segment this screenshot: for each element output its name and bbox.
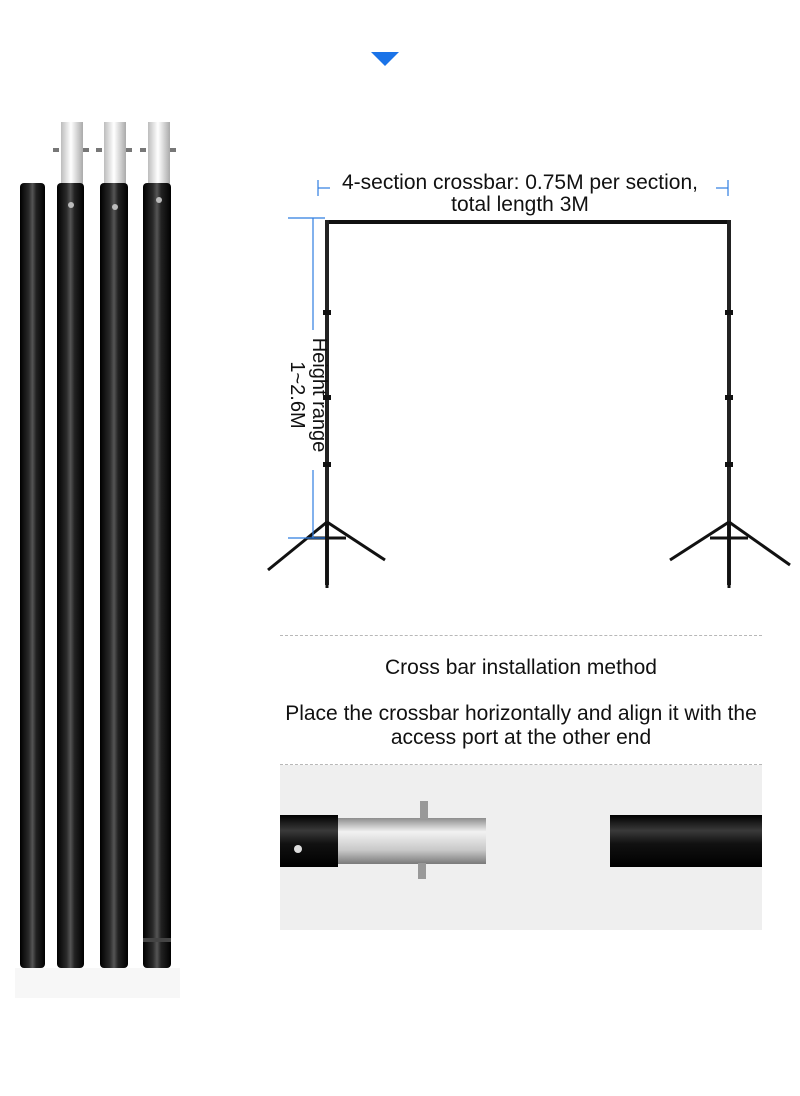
installation-description: Place the crossbar horizontally and alig…	[285, 702, 757, 749]
pole-3	[96, 122, 132, 968]
crossbar-label: 4-section crossbar: 0.75M per section, t…	[342, 171, 698, 216]
installation-title: Cross bar installation method	[385, 656, 657, 679]
pole-2	[53, 122, 89, 968]
height-range-value: 1~2.6M	[286, 361, 308, 429]
height-range-label: Height range 1~2.6M	[222, 330, 342, 460]
height-range-title: Height range	[308, 337, 330, 453]
poles-illustration	[15, 122, 180, 998]
arrow-down-icon	[371, 52, 399, 66]
stand-diagram	[267, 180, 791, 588]
installation-box: Cross bar installation method Place the …	[280, 635, 762, 765]
installation-photo	[280, 801, 762, 879]
pole-1	[20, 183, 45, 968]
pole-4	[140, 122, 176, 968]
